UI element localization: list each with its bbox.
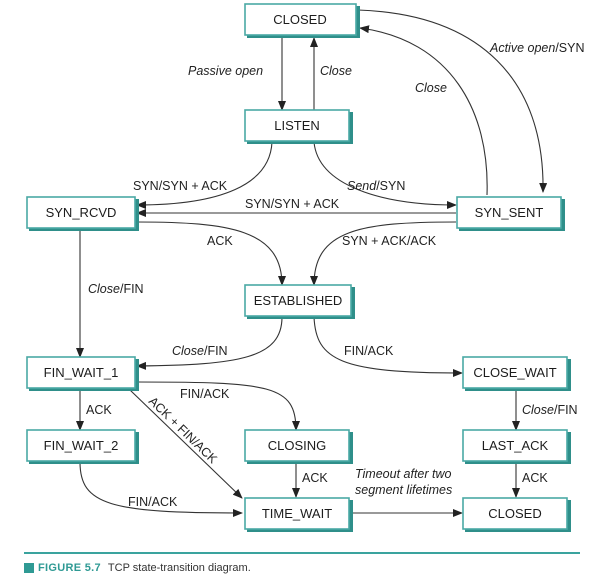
label-syn-sent-syn-rcvd: SYN/SYN + ACK xyxy=(245,197,340,211)
state-close-wait: CLOSE_WAIT xyxy=(462,356,571,391)
svg-text:SYN_SENT: SYN_SENT xyxy=(475,205,544,220)
state-fin-wait-1: FIN_WAIT_1 xyxy=(26,356,139,391)
edge-fin-wait-1-fin xyxy=(136,381,300,431)
label-listen-syn-rcvd: SYN/SYN + ACK xyxy=(133,179,228,193)
tcp-state-diagram: Passive open Close Active open/SYN Close… xyxy=(26,3,585,532)
label-fin-wait-1-ackfin: ACK + FIN/ACK xyxy=(146,394,220,467)
svg-text:CLOSED: CLOSED xyxy=(273,12,326,27)
caption-label: FIGURE 5.7 xyxy=(38,562,101,574)
svg-text:LAST_ACK: LAST_ACK xyxy=(482,438,549,453)
edge-established-fin xyxy=(313,316,463,377)
label-syn-rcvd-close: Close/FIN xyxy=(88,282,144,296)
label-closing-ack: ACK xyxy=(302,471,328,485)
svg-text:SYN_RCVD: SYN_RCVD xyxy=(46,205,117,220)
figure-caption: FIGURE 5.7 TCP state-transition diagram. xyxy=(24,562,251,574)
label-fin-wait-2-fin: FIN/ACK xyxy=(128,495,178,509)
svg-text:ESTABLISHED: ESTABLISHED xyxy=(254,293,343,308)
state-listen: LISTEN xyxy=(244,109,353,144)
state-fin-wait-2: FIN_WAIT_2 xyxy=(26,429,139,464)
svg-text:CLOSE_WAIT: CLOSE_WAIT xyxy=(473,365,556,380)
edges xyxy=(76,9,548,517)
svg-text:LISTEN: LISTEN xyxy=(274,118,320,133)
edge-fin-wait-1-ackfin xyxy=(129,389,243,499)
caption-text: TCP state-transition diagram. xyxy=(107,562,251,574)
label-established-fin: FIN/ACK xyxy=(344,344,394,358)
state-established: ESTABLISHED xyxy=(244,284,355,319)
state-closed-top: CLOSED xyxy=(244,3,360,38)
edge-syn-rcvd-ack xyxy=(136,221,286,286)
label-timeout-line1: Timeout after two xyxy=(355,467,452,481)
label-fin-wait-1-ack: ACK xyxy=(86,403,112,417)
label-close-wait-close: Close/FIN xyxy=(522,403,578,417)
state-syn-sent: SYN_SENT xyxy=(456,196,565,231)
label-syn-sent-synack: SYN + ACK/ACK xyxy=(342,234,437,248)
state-last-ack: LAST_ACK xyxy=(462,429,571,464)
state-time-wait: TIME_WAIT xyxy=(244,497,353,532)
states: CLOSED LISTEN SYN_RCVD SYN_SENT ESTABLIS… xyxy=(26,3,571,532)
label-syn-rcvd-ack: ACK xyxy=(207,234,233,248)
edge-established-close xyxy=(136,316,283,370)
label-passive-open: Passive open xyxy=(188,64,263,78)
svg-text:FIN_WAIT_2: FIN_WAIT_2 xyxy=(44,438,119,453)
svg-text:FIN_WAIT_1: FIN_WAIT_1 xyxy=(44,365,119,380)
edge-syn-sent-close xyxy=(359,25,488,196)
edge-syn-sent-synack xyxy=(310,221,457,286)
label-last-ack-ack: ACK xyxy=(522,471,548,485)
state-syn-rcvd: SYN_RCVD xyxy=(26,196,139,231)
label-send-syn: Send/SYN xyxy=(347,179,405,193)
label-listen-close: Close xyxy=(320,64,352,78)
label-fin-wait-1-fin: FIN/ACK xyxy=(180,387,230,401)
svg-text:CLOSED: CLOSED xyxy=(488,506,541,521)
svg-text:TIME_WAIT: TIME_WAIT xyxy=(262,506,332,521)
edge-send-syn xyxy=(313,141,457,209)
label-syn-sent-close: Close xyxy=(415,81,447,95)
caption-square-icon xyxy=(24,563,34,573)
state-closing: CLOSING xyxy=(244,429,353,464)
svg-text:CLOSING: CLOSING xyxy=(268,438,327,453)
label-timeout-line2: segment lifetimes xyxy=(355,483,452,497)
state-closed-bottom: CLOSED xyxy=(462,497,571,532)
edge-fin-wait-2-fin xyxy=(79,461,243,517)
edge-active-open xyxy=(357,9,548,193)
label-established-close: Close/FIN xyxy=(172,344,228,358)
edge-listen-syn-rcvd xyxy=(136,141,273,209)
label-active-open: Active open/SYN xyxy=(489,41,585,55)
caption-divider xyxy=(24,552,580,554)
